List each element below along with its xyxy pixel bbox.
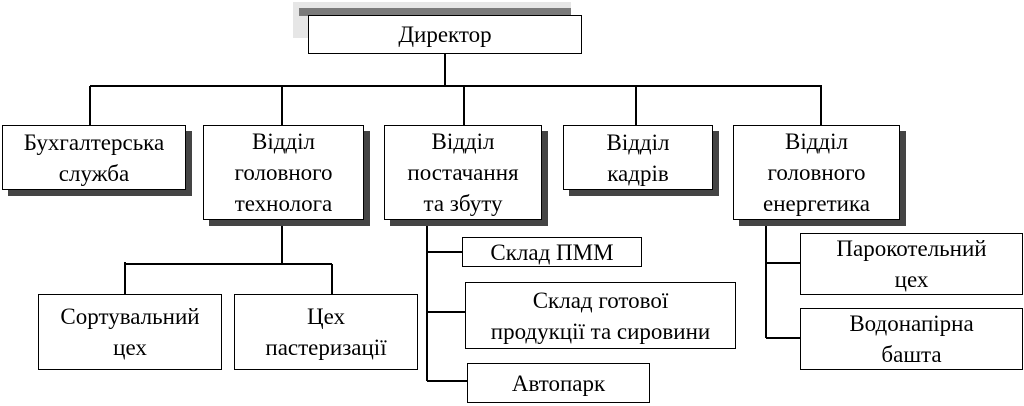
- node-motor-pool: Автопарк: [467, 363, 650, 403]
- node-pasteurization-shop: Цех пастеризації: [234, 294, 418, 370]
- node-chief-technologist: Відділ головного технолога: [203, 125, 364, 220]
- node-boiler-shop: Парокотельний цех: [800, 233, 1023, 295]
- node-chief-power-engineer: Відділ головного енергетика: [733, 125, 900, 220]
- node-water-tower: Водонапірна башта: [800, 308, 1023, 370]
- node-sorting-shop: Сортувальний цех: [38, 294, 222, 370]
- node-fuel-warehouse: Склад ПММ: [462, 237, 642, 267]
- node-accounting: Бухгалтерська служба: [2, 125, 186, 190]
- director-decoration-dark: [299, 8, 571, 16]
- node-hr: Відділ кадрів: [563, 125, 713, 190]
- node-director: Директор: [308, 15, 582, 54]
- node-supply-sales: Відділ постачання та збуту: [384, 125, 542, 220]
- node-products-warehouse: Склад готової продукції та сировини: [465, 282, 736, 349]
